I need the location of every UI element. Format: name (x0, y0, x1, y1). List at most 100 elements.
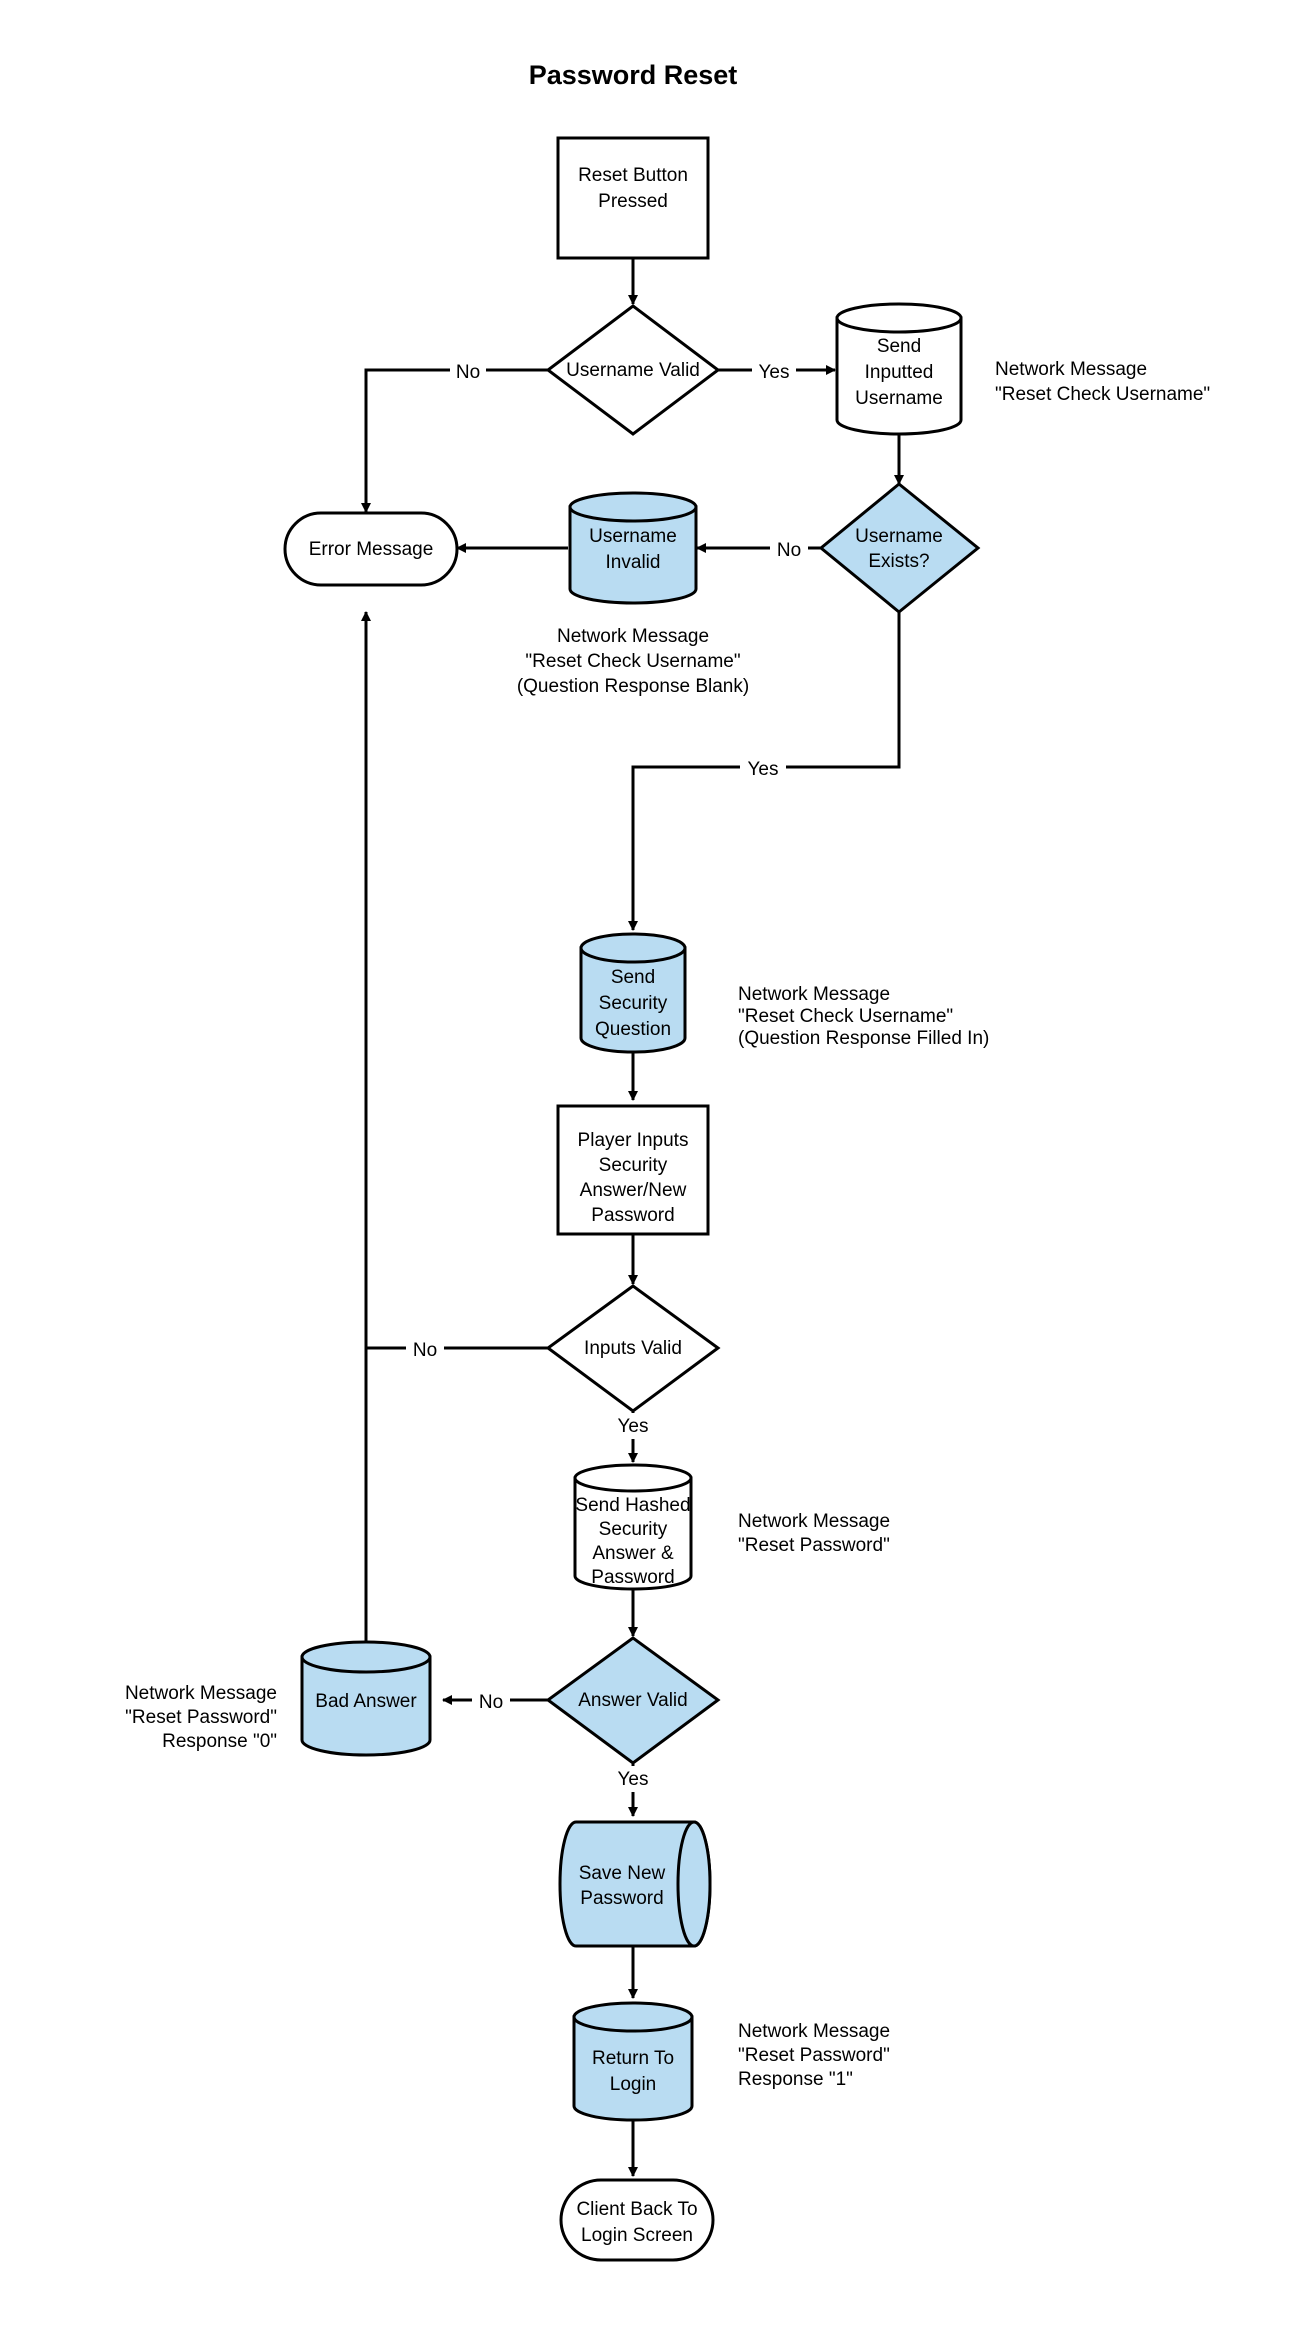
note-send-security-question: Network Message "Reset Check Username" (… (738, 984, 989, 1049)
edge-label-inputs-valid-yes: Yes (618, 1416, 649, 1437)
send-inputted-username-label-line2: Inputted (865, 362, 934, 383)
note-bad-answer-line1: Network Message (125, 1683, 277, 1704)
note-send-inputted-line2: "Reset Check Username" (995, 384, 1210, 405)
note-username-invalid: Network Message "Reset Check Username" (… (517, 626, 749, 697)
label-bg-6 (611, 1413, 657, 1439)
note-bad-answer-line3: Response "0" (162, 1731, 277, 1752)
node-return-to-login[interactable]: Return To Login (572, 2001, 694, 2122)
edges-layer: left then down to Error Message --> Send… (361, 258, 904, 2177)
player-inputs-box (556, 1104, 710, 1236)
return-to-login-top (572, 2001, 694, 2033)
page-title: Password Reset (529, 60, 738, 90)
node-client-back-to-login[interactable]: Client Back To Login Screen (559, 2178, 715, 2262)
note-bad-answer-line2: "Reset Password" (125, 1707, 277, 1728)
note-send-hashed-line1: Network Message (738, 1511, 890, 1532)
node-error-message[interactable]: Error Message (283, 511, 459, 587)
edge-labels-layer: No Yes No Yes No Yes No Yes (406, 358, 808, 1792)
send-security-question-label-line3: Question (595, 1019, 671, 1040)
player-inputs-label-line1: Player Inputs (578, 1130, 689, 1151)
node-send-inputted-username[interactable]: Send Inputted Username (835, 302, 963, 436)
send-inputted-username-label-line3: Username (855, 388, 943, 409)
node-save-new-password[interactable]: Save New Password (558, 1820, 712, 1948)
node-bad-answer[interactable]: Bad Answer (300, 1640, 432, 1757)
label-bg-2 (752, 358, 796, 382)
edge-label-answer-valid-no: No (479, 1692, 503, 1713)
note-security-question-line3: (Question Response Filled In) (738, 1028, 989, 1049)
edge-label-username-exists-no: No (777, 540, 801, 561)
return-to-login-label-line1: Return To (592, 2048, 674, 2069)
node-player-inputs[interactable]: Player Inputs Security Answer/New Passwo… (556, 1104, 710, 1236)
note-security-question-line1: Network Message (738, 984, 890, 1005)
node-answer-valid[interactable]: Answer Valid (545, 1636, 721, 1765)
send-security-question-label-line2: Security (599, 993, 668, 1014)
username-invalid-body (568, 505, 698, 605)
send-hashed-body (573, 1476, 693, 1591)
label-bg-8 (611, 1766, 657, 1792)
edge-username-valid-no (361, 368, 548, 513)
note-username-invalid-line2: "Reset Check Username" (525, 651, 740, 672)
username-invalid-label-line2: Invalid (606, 552, 661, 573)
send-security-question-top (579, 932, 687, 964)
node-send-security-question[interactable]: Send Security Question (579, 932, 687, 1054)
edge-label-answer-valid-yes: Yes (618, 1769, 649, 1790)
note-return-to-login: Network Message "Reset Password" Respons… (738, 2021, 890, 2090)
return-to-login-label-line2: Login (610, 2074, 657, 2095)
note-send-inputted-line1: Network Message (995, 359, 1147, 380)
bad-answer-label: Bad Answer (315, 1691, 417, 1712)
send-security-question-label-line1: Send (611, 967, 655, 988)
username-invalid-top (568, 491, 698, 523)
note-return-login-line1: Network Message (738, 2021, 890, 2042)
edge-label-inputs-valid-no: No (413, 1340, 437, 1361)
node-username-valid[interactable]: Username Valid (545, 304, 721, 436)
error-message-label: Error Message (309, 539, 434, 560)
label-bg-7 (472, 1688, 510, 1712)
username-valid-label: Username Valid (566, 360, 700, 381)
label-bg-5 (406, 1336, 444, 1360)
note-send-hashed-line2: "Reset Password" (738, 1535, 890, 1556)
reset-button-pressed-label-line1: Reset Button (578, 165, 688, 186)
note-username-invalid-line1: Network Message (557, 626, 709, 647)
note-return-login-line3: Response "1" (738, 2069, 853, 2090)
bad-answer-body (300, 1655, 432, 1757)
reset-button-pressed-label-line2: Pressed (598, 191, 668, 212)
label-bg-1 (450, 358, 486, 382)
username-valid-diamond (545, 304, 721, 436)
note-send-hashed: Network Message "Reset Password" (738, 1511, 890, 1556)
label-bg-3 (770, 536, 808, 560)
send-inputted-username-top (835, 302, 963, 334)
node-inputs-valid[interactable]: Inputs Valid (545, 1284, 721, 1413)
note-security-question-line2: "Reset Check Username" (738, 1006, 953, 1027)
node-send-hashed[interactable]: Send Hashed Security Answer & Password (573, 1463, 693, 1591)
reset-button-pressed-box (556, 136, 710, 260)
edge-label-username-valid-yes: Yes (759, 362, 790, 383)
player-inputs-label-line3: Answer/New (580, 1180, 687, 1201)
edge-label-username-exists-yes: Yes (748, 759, 779, 780)
send-inputted-username-body (835, 316, 963, 436)
return-to-login-body (572, 2015, 694, 2122)
send-hashed-label-line1: Send Hashed (575, 1495, 690, 1516)
player-inputs-label-line4: Password (591, 1205, 674, 1226)
node-reset-button-pressed[interactable]: Reset Button Pressed (556, 136, 710, 260)
player-inputs-label-line2: Security (599, 1155, 668, 1176)
username-invalid-label-line1: Username (589, 526, 677, 547)
note-bad-answer: Network Message "Reset Password" Respons… (125, 1683, 277, 1752)
node-username-invalid[interactable]: Username Invalid (568, 491, 698, 605)
client-back-to-login-box (559, 2178, 715, 2262)
label-bg-4 (740, 755, 786, 779)
client-back-to-login-label-line1: Client Back To (576, 2199, 697, 2220)
note-username-invalid-line3: (Question Response Blank) (517, 676, 749, 697)
save-new-password-label-line2: Password (580, 1888, 663, 1909)
node-username-exists[interactable]: Username Exists? (818, 482, 981, 614)
save-new-password-cap (676, 1820, 712, 1948)
send-hashed-label-line3: Answer & (592, 1543, 674, 1564)
annotations-layer: Network Message "Reset Check Username" N… (125, 359, 1210, 2090)
send-security-question-body (579, 946, 687, 1054)
username-exists-diamond (818, 482, 981, 614)
answer-valid-diamond (545, 1636, 721, 1765)
send-inputted-username-label-line1: Send (877, 336, 921, 357)
inputs-valid-diamond (545, 1284, 721, 1413)
client-back-to-login-label-line2: Login Screen (581, 2225, 693, 2246)
username-exists-label-line2: Exists? (868, 551, 929, 572)
note-send-inputted-username: Network Message "Reset Check Username" (995, 359, 1210, 405)
